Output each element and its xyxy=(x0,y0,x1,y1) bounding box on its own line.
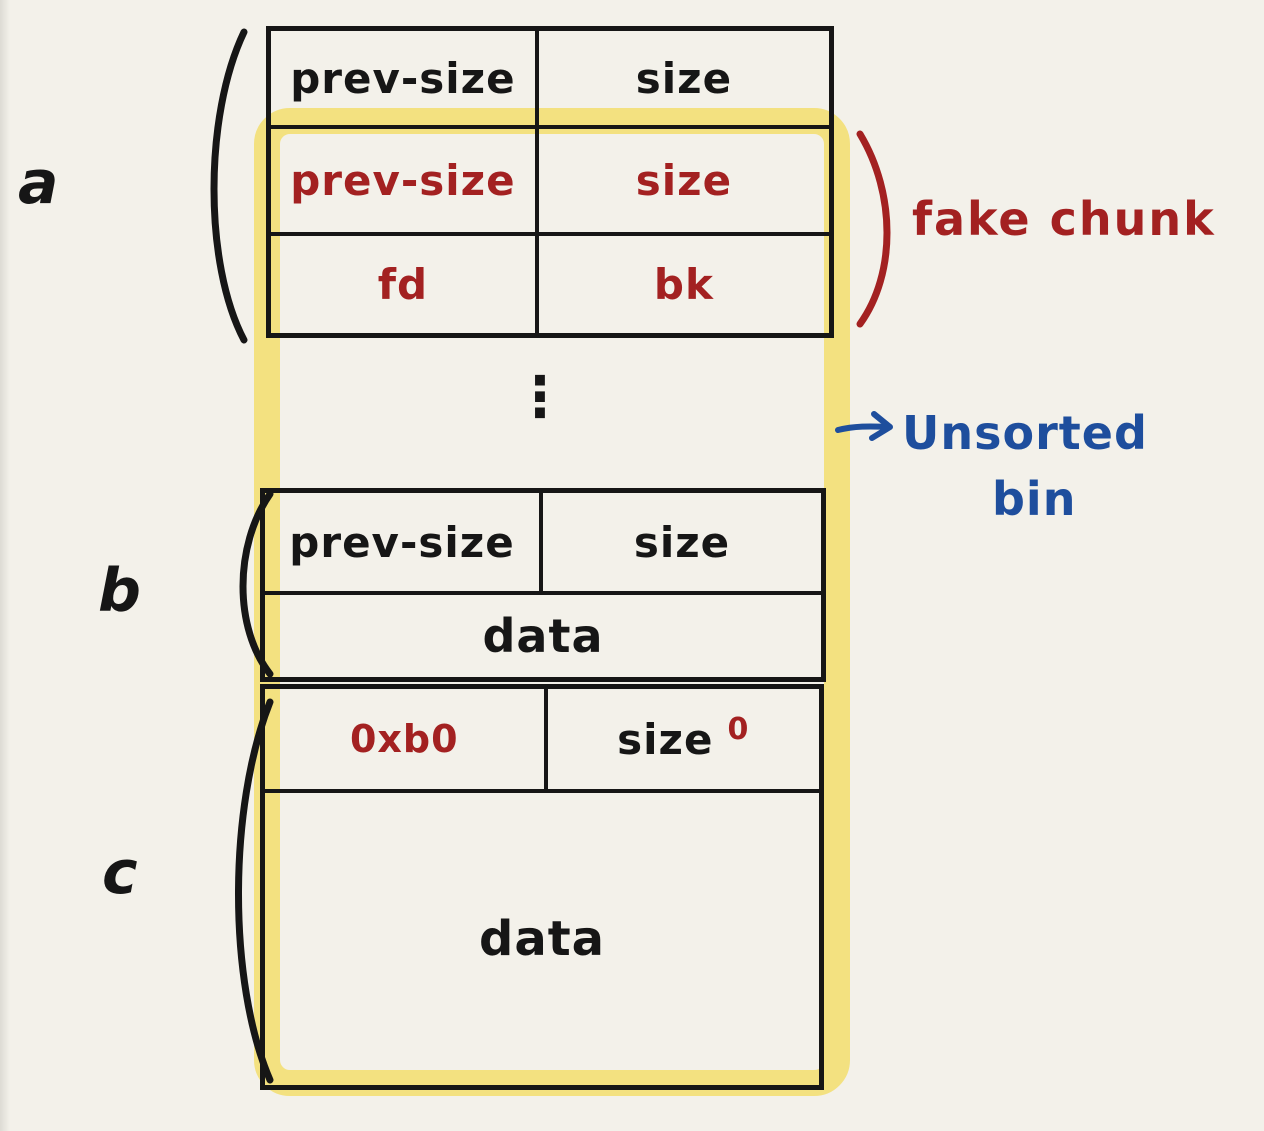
fake-chunk-pointer-row: fd bk xyxy=(271,232,829,333)
chunk-a-left-brace xyxy=(210,28,248,344)
chunk-b-label: b xyxy=(98,556,141,626)
chunk-c-size-text: size xyxy=(617,714,714,764)
chunk-b-data-cell: data xyxy=(482,609,604,663)
fake-chunk-right-paren xyxy=(856,130,891,328)
chunk-c-table: 0xb0 size 0 data xyxy=(260,684,824,1090)
chunk-a-prev-size-cell: prev-size xyxy=(271,31,539,125)
unsorted-bin-annotation-line1: Unsorted xyxy=(902,406,1148,460)
chunk-a-label: a xyxy=(18,148,59,218)
fake-chunk-prev-size-cell: prev-size xyxy=(271,129,539,232)
chunk-c-data-cell: data xyxy=(478,911,606,967)
fake-chunk-size-cell: size xyxy=(635,156,733,205)
chunk-a-size-cell: size xyxy=(635,53,733,103)
chunk-c-left-brace xyxy=(235,698,274,1084)
chunk-c-label: c xyxy=(102,838,138,908)
chunk-c-size-cell: size 0 xyxy=(548,689,819,789)
chunk-a-table: prev-size size prev-size size fd bk xyxy=(266,26,834,338)
chunk-a-header-row: prev-size size xyxy=(271,31,829,125)
vertical-ellipsis: ⋮ xyxy=(512,365,568,430)
chunk-c-prev-size-cell: 0xb0 xyxy=(265,689,548,789)
chunk-b-left-brace xyxy=(239,490,274,678)
fake-chunk-bk-cell: bk xyxy=(653,260,714,309)
fake-chunk-annotation: fake chunk xyxy=(912,192,1216,246)
fake-chunk-fd-cell: fd xyxy=(271,236,539,333)
chunk-b-size-cell: size xyxy=(633,517,731,567)
chunk-b-prev-size-cell: prev-size xyxy=(265,493,543,591)
unsorted-bin-annotation-line2: bin xyxy=(992,472,1077,526)
chunk-c-data-row: data xyxy=(265,789,819,1085)
chunk-b-data-row: data xyxy=(265,591,821,677)
chunk-b-header-row: prev-size size xyxy=(265,493,821,591)
arrow-right-icon xyxy=(835,411,893,441)
chunk-b-table: prev-size size data xyxy=(260,488,826,682)
chunk-c-size-flag: 0 xyxy=(727,711,750,747)
chunk-c-header-row: 0xb0 size 0 xyxy=(265,689,819,789)
fake-chunk-header-row: prev-size size xyxy=(271,125,829,232)
